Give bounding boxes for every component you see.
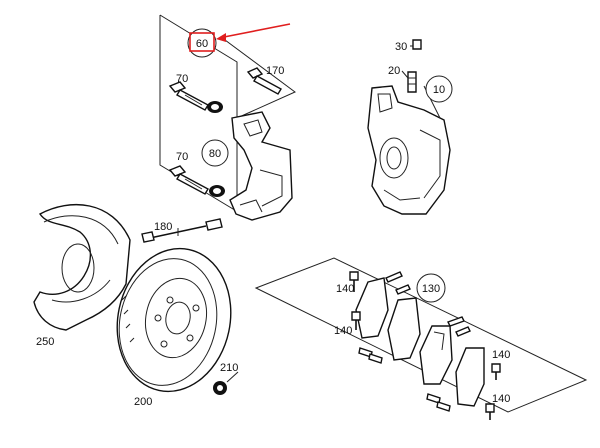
bushing-upper xyxy=(207,101,223,113)
label-210: 210 xyxy=(220,362,238,374)
label-140-mid: 140 xyxy=(334,325,352,337)
disc-screw xyxy=(213,371,239,395)
bolt-70-upper xyxy=(168,81,209,111)
brake-disc xyxy=(116,247,232,393)
label-140-bottom: 140 xyxy=(492,393,510,405)
caliper-carrier xyxy=(229,111,293,221)
pad-hardware xyxy=(358,271,471,412)
pad-bolts xyxy=(349,271,501,420)
callout-80: 80 xyxy=(201,139,229,167)
callout-130: 130 xyxy=(416,273,446,303)
splash-shield xyxy=(33,203,131,331)
highlight-arrow-icon xyxy=(216,33,226,42)
label-130: 130 xyxy=(422,283,440,295)
wear-sensor xyxy=(141,218,223,243)
label-140-top: 140 xyxy=(336,283,354,295)
bolt-170 xyxy=(246,67,282,95)
label-70-lower: 70 xyxy=(176,151,188,163)
bushing-lower xyxy=(209,185,225,197)
label-250: 250 xyxy=(36,336,54,348)
label-10: 10 xyxy=(433,84,445,96)
label-70-upper: 70 xyxy=(176,73,188,85)
callout-10: 10 xyxy=(425,75,453,103)
label-140-right: 140 xyxy=(492,349,510,361)
bleeder-cap xyxy=(412,39,422,50)
carrier-group-outline xyxy=(159,14,296,213)
label-170: 170 xyxy=(266,65,284,77)
label-200: 200 xyxy=(134,396,152,408)
label-60: 60 xyxy=(196,38,208,50)
bolt-70-lower xyxy=(168,165,209,195)
label-80: 80 xyxy=(209,148,221,160)
bleeder-screw xyxy=(407,71,417,93)
brake-pads xyxy=(355,277,485,407)
brake-caliper xyxy=(367,85,451,215)
highlighted-callout-60: 60 xyxy=(187,23,291,58)
label-20: 20 xyxy=(388,65,400,77)
label-180: 180 xyxy=(154,221,172,233)
label-30: 30 xyxy=(395,41,407,53)
